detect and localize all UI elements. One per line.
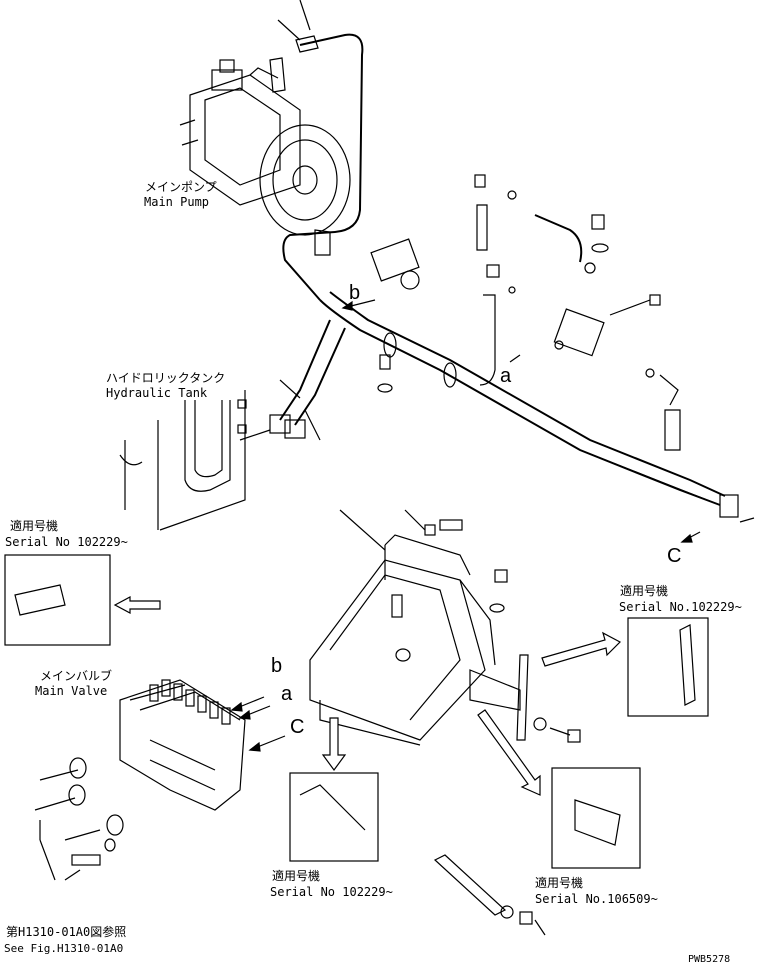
- main-pump-label-en: Main Pump: [144, 195, 210, 209]
- hollow-arrow-down: [321, 717, 347, 772]
- serial-label-en-2: Serial No.102229~: [619, 600, 742, 614]
- see-fig-label-jp: 第H1310-01A0図参照: [6, 925, 127, 939]
- hydraulic-tank-label-jp: ハイドロリックタンク: [106, 371, 226, 385]
- hydraulic-tank-label-en: Hydraulic Tank: [106, 386, 208, 400]
- insert-serial-106509: [551, 767, 641, 869]
- callout-a-top: a: [500, 365, 512, 387]
- insert-serial-102229-bottom: [289, 772, 379, 862]
- see-fig-label-en: See Fig.H1310-01A0: [4, 942, 124, 955]
- hollow-arrow-left: [113, 596, 161, 614]
- main-pump-label-jp: メインポンプ: [145, 180, 217, 194]
- serial-label-jp-4: 適用号機: [535, 876, 584, 890]
- tank-hoses: [269, 319, 346, 441]
- drawing-number: PWB5278: [688, 954, 731, 965]
- valve-mount-bracket: [309, 509, 581, 746]
- hollow-arrow-right: [541, 631, 621, 667]
- serial-label-en-1: Serial No 102229~: [5, 535, 128, 549]
- serial-label-en-3: Serial No 102229~: [270, 885, 393, 899]
- serial-label-jp-3: 適用号機: [272, 869, 321, 883]
- insert-serial-102229-right: [627, 617, 709, 717]
- callout-arrows: [39, 299, 701, 881]
- callout-a-valve: a: [281, 683, 293, 705]
- lower-link-bracket: [433, 854, 546, 936]
- serial-label-jp-2: 適用号機: [620, 584, 669, 598]
- main-valve-label-jp: メインバルブ: [40, 669, 113, 683]
- hydraulic-tank-drawing: [119, 390, 271, 531]
- main-valve-label-en: Main Valve: [35, 684, 108, 698]
- insert-serial-102229-left: [4, 554, 111, 646]
- serial-label-jp-1: 適用号機: [10, 519, 59, 533]
- callout-c-top: C: [667, 545, 682, 567]
- main-pump-hoses: [269, 0, 364, 301]
- callout-c-valve: C: [290, 716, 305, 738]
- callout-b-top: b: [349, 282, 361, 304]
- main-valve-drawing: [34, 679, 246, 866]
- serial-label-en-4: Serial No.106509~: [535, 892, 658, 906]
- hollow-arrow-diag: [477, 709, 541, 796]
- callout-b-valve: b: [271, 655, 283, 677]
- main-suction-tube: [319, 291, 755, 523]
- fittings-cluster: [370, 174, 721, 506]
